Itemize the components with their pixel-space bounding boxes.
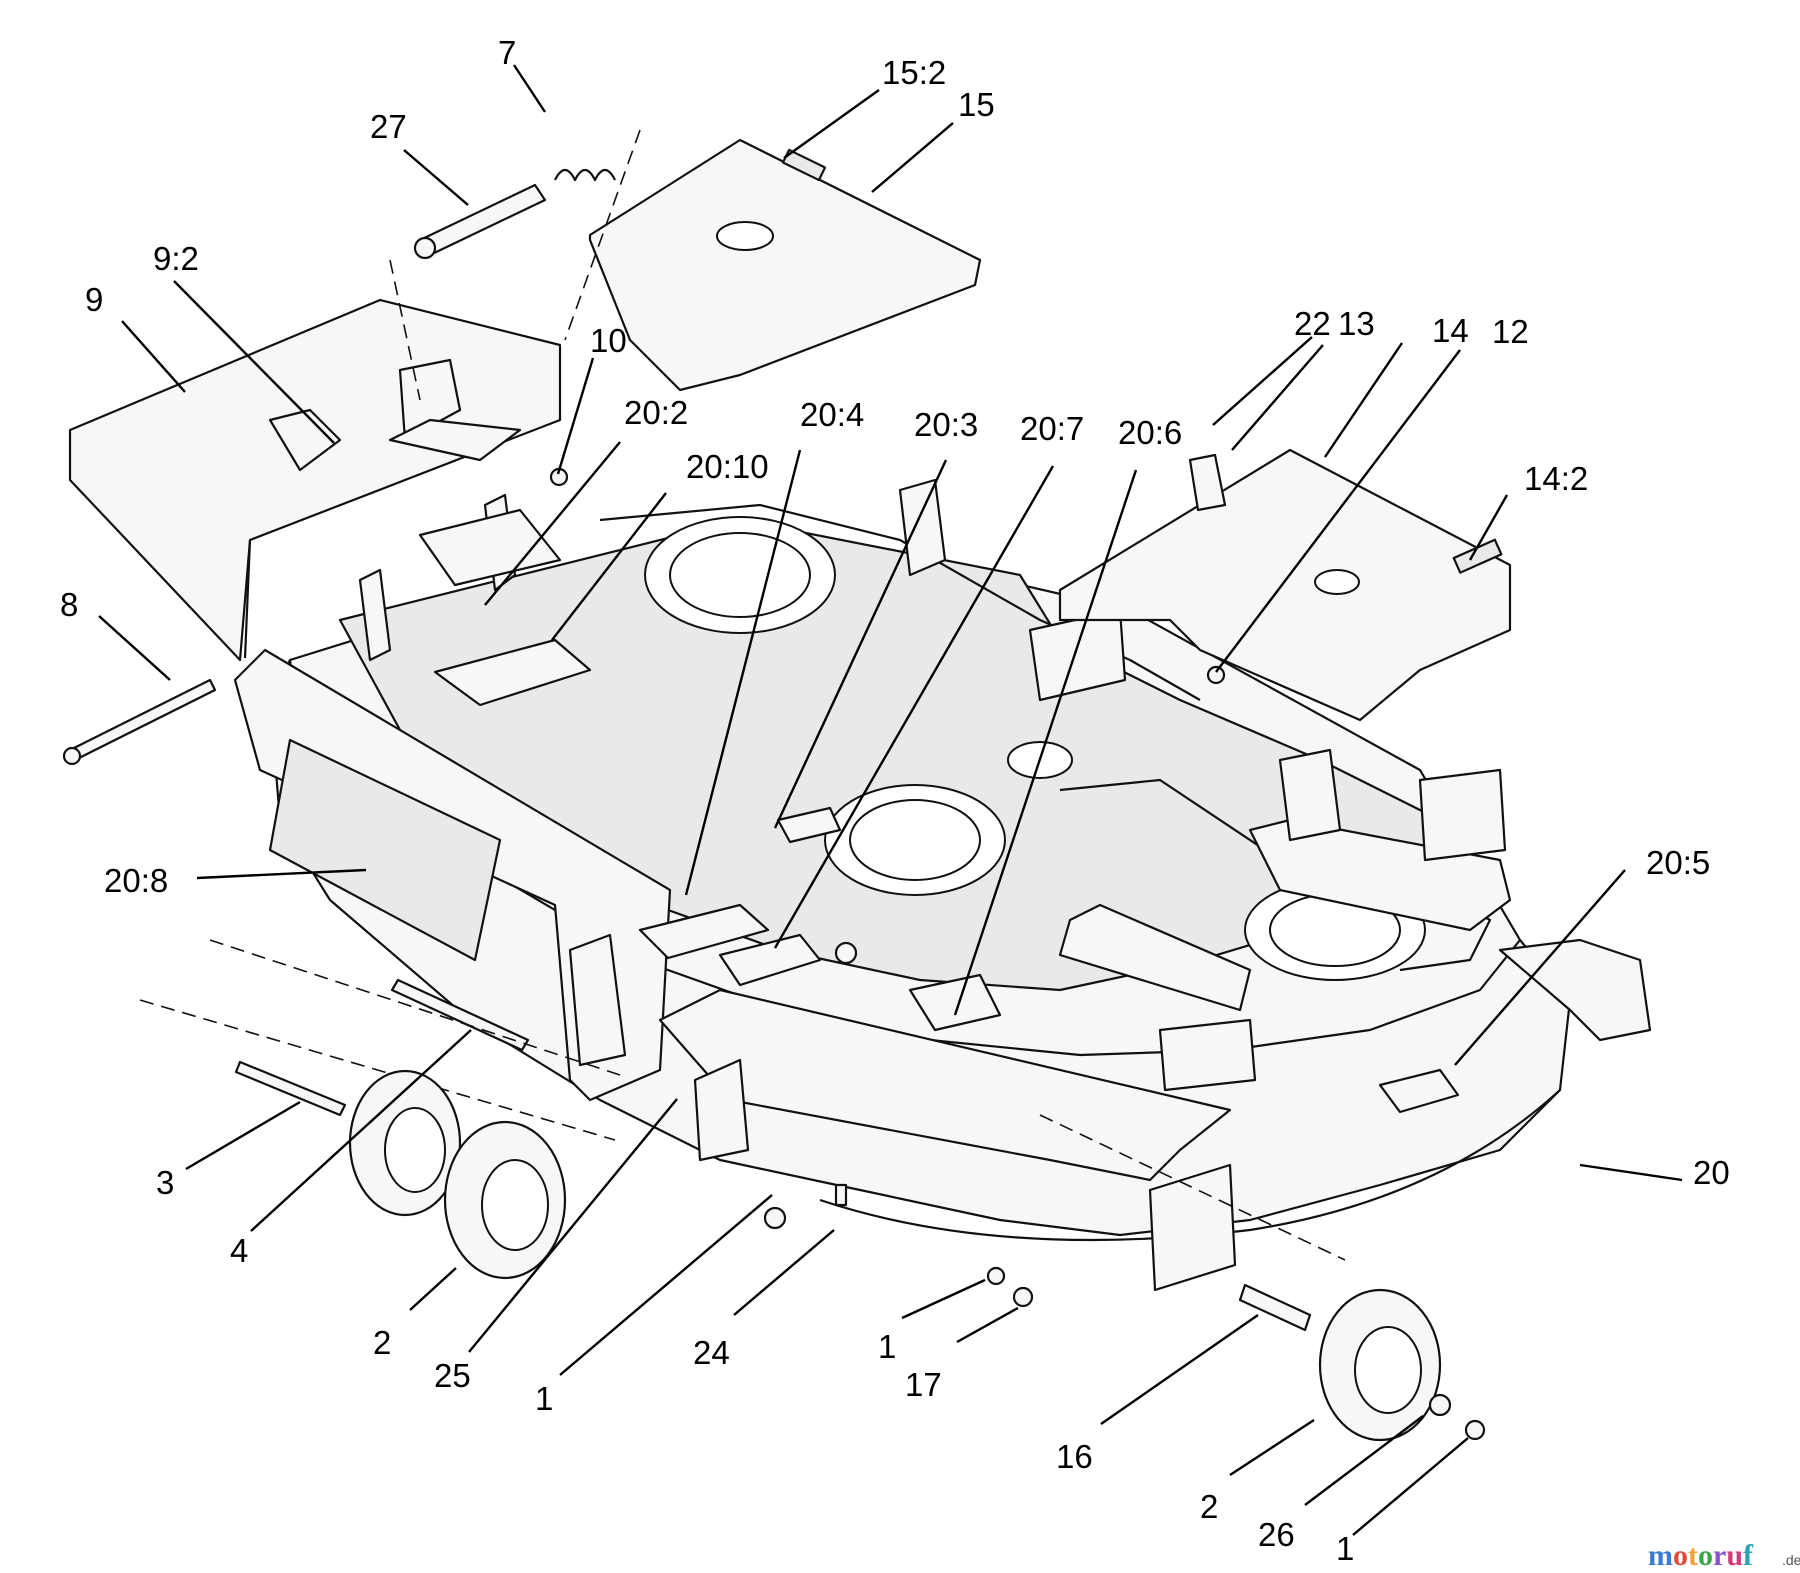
- top-cover-plate: [588, 138, 982, 392]
- watermark-letter: u: [1726, 1539, 1743, 1572]
- callout-20-10: 20:10: [686, 448, 769, 485]
- parts-drawing: [62, 129, 1652, 1442]
- callout-2-left: 2: [373, 1324, 391, 1361]
- pivot-rod-and-spring: [389, 129, 641, 401]
- watermark-letter: o: [1673, 1539, 1688, 1572]
- watermark-letter: f: [1743, 1539, 1754, 1572]
- watermark-letter: o: [1698, 1539, 1713, 1572]
- long-bolts: [62, 678, 1346, 1261]
- callout-1-c: 1: [1336, 1530, 1354, 1567]
- callout-12: 12: [1492, 313, 1529, 350]
- left-rear-shield: [68, 298, 562, 662]
- spindle-openings: [644, 516, 1426, 981]
- watermark-letter: t: [1688, 1539, 1698, 1572]
- callout-20-6: 20:6: [1118, 414, 1182, 451]
- decals: [418, 508, 1460, 1114]
- callout-10: 10: [590, 322, 627, 359]
- watermark-logo: motoruf .de: [1648, 1539, 1800, 1572]
- callout-9: 9: [85, 281, 103, 318]
- callout-15-2: 15:2: [882, 54, 946, 91]
- callout-1-a: 1: [535, 1380, 553, 1417]
- callout-7: 7: [498, 34, 516, 71]
- callout-13: 13: [1338, 305, 1375, 342]
- callout-20-8: 20:8: [104, 862, 168, 899]
- callout-1-b: 1: [878, 1328, 896, 1365]
- watermark-suffix: .de: [1782, 1552, 1800, 1568]
- small-hardware: [549, 467, 1486, 1441]
- callout-24: 24: [693, 1334, 730, 1371]
- watermark-brand: motoruf: [1648, 1539, 1754, 1572]
- callout-20-2: 20:2: [624, 394, 688, 431]
- callout-14: 14: [1432, 312, 1469, 349]
- callout-14-2: 14:2: [1524, 460, 1588, 497]
- callout-8: 8: [60, 586, 78, 623]
- callout-26: 26: [1258, 1516, 1295, 1553]
- callout-25: 25: [434, 1357, 471, 1394]
- caster-wheels: [348, 1069, 1442, 1442]
- watermark-letter: m: [1648, 1539, 1673, 1572]
- callout-20: 20: [1693, 1154, 1730, 1191]
- callout-20-3: 20:3: [914, 406, 978, 443]
- watermark-letter: r: [1713, 1539, 1726, 1572]
- callout-9-2: 9:2: [153, 240, 199, 277]
- callout-20-4: 20:4: [800, 396, 864, 433]
- leader-lines: [98, 64, 1683, 1536]
- right-rear-shield: [1058, 448, 1512, 722]
- callout-27: 27: [370, 108, 407, 145]
- deck-brackets: [358, 478, 1507, 1292]
- callout-labels: 7 27 15:2 15 9:2 9 10 20:2 20:4 20:3 20:…: [60, 34, 1730, 1567]
- callout-16: 16: [1056, 1438, 1093, 1475]
- callout-3: 3: [156, 1164, 174, 1201]
- callout-20-5: 20:5: [1646, 844, 1710, 881]
- callout-15: 15: [958, 86, 995, 123]
- callout-4: 4: [230, 1232, 248, 1269]
- callout-17: 17: [905, 1366, 942, 1403]
- callout-2-right: 2: [1200, 1488, 1218, 1525]
- callout-20-7: 20:7: [1020, 410, 1084, 447]
- callout-22: 22: [1294, 305, 1331, 342]
